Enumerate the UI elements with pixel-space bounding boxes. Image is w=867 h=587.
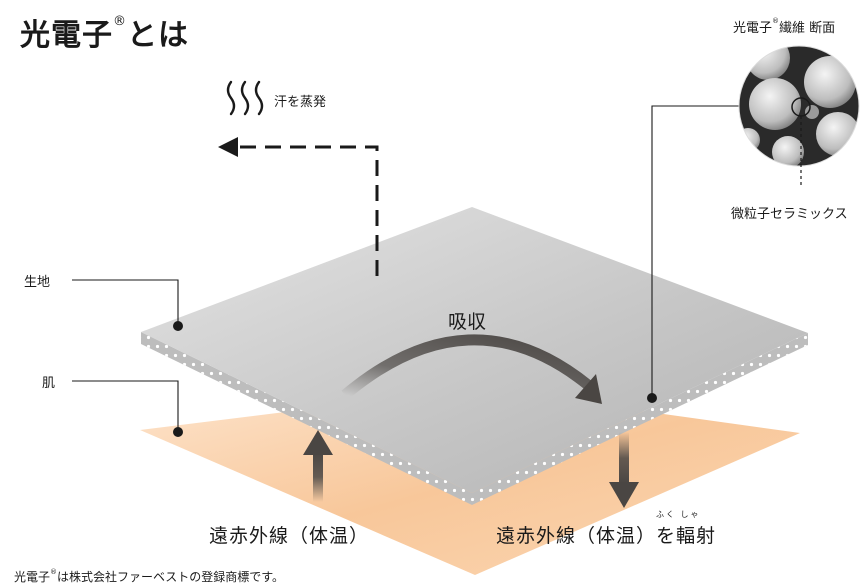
page-title: 光電子®とは	[20, 14, 189, 53]
far-infrared-up-head	[303, 430, 333, 455]
sweat-dashed-arrow	[230, 145, 379, 276]
absorb-arrow-head	[575, 374, 602, 404]
cross-section-label: 光電子®繊維 断面	[733, 17, 836, 36]
skin-label: 肌	[42, 376, 56, 391]
fiber-leader-dot	[647, 393, 657, 403]
fiber-cross-section-image	[739, 46, 859, 166]
fabric-layer	[141, 207, 808, 493]
far-infrared-emit-label: 遠赤外線（体温）を輻射	[496, 525, 717, 547]
ceramic-particle-label: 微粒子セラミックス	[731, 207, 848, 222]
fabric-leader-line	[72, 279, 179, 326]
skin-leader-dot	[173, 427, 183, 437]
far-infrared-down-head	[609, 482, 639, 508]
skin-leader-line	[72, 380, 179, 432]
far-infrared-down-shaft	[619, 432, 629, 484]
sweat-label: 汗を蒸発	[274, 95, 327, 110]
sweat-arrow-head	[218, 137, 238, 157]
fabric-leader-dot	[173, 321, 183, 331]
fabric-label: 生地	[24, 275, 51, 290]
absorb-arc-arrow	[341, 334, 592, 400]
steam-icon	[226, 80, 264, 116]
cross-section-frame	[738, 45, 860, 167]
absorb-label: 吸収	[448, 311, 487, 333]
far-infrared-up-shaft	[313, 452, 323, 502]
footnote: 光電子®は株式会社ファーベストの登録商標です。	[14, 568, 285, 584]
ruby-fukusha: ふく しゃ	[656, 510, 701, 519]
far-infrared-body-label: 遠赤外線（体温）	[209, 525, 370, 547]
fiber-leader-line	[651, 105, 740, 398]
